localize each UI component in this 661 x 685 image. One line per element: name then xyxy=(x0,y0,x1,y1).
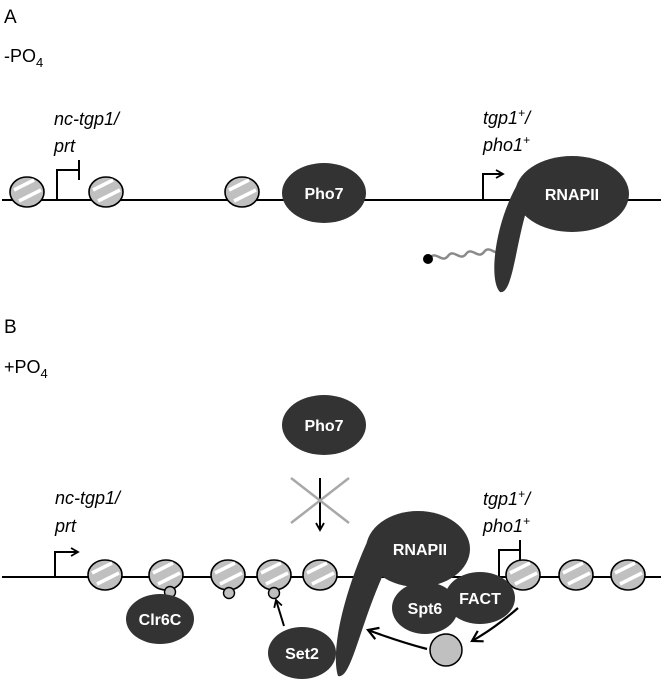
nucleosome xyxy=(301,558,339,592)
set2-protein: Set2 xyxy=(268,627,336,679)
nucleosome xyxy=(504,558,542,592)
blocked-promoter-icon xyxy=(498,540,521,577)
nucleosome xyxy=(209,558,247,592)
rnapii-polymerase: RNAPII xyxy=(335,511,470,677)
tgp1-pho1-label: tgp1+/ pho1+ xyxy=(482,487,532,536)
rnapii-polymerase: RNAPII xyxy=(494,156,629,293)
svg-text:Pho7: Pho7 xyxy=(304,186,343,203)
fact-complex: FACT xyxy=(445,572,515,624)
clr6c-complex: Clr6C xyxy=(126,594,194,644)
svg-text:FACT: FACT xyxy=(459,591,501,608)
svg-text:prt: prt xyxy=(54,516,77,536)
promoter-arrow-icon xyxy=(482,169,505,200)
svg-text:pho1+: pho1+ xyxy=(482,133,530,155)
panel-a: A -PO4 nc-tgp1/ prt tgp1+/ pho1+ Pho7 xyxy=(2,7,661,293)
svg-text:tgp1+/: tgp1+/ xyxy=(483,106,532,128)
tgp1-pho1-label: tgp1+/ pho1+ xyxy=(482,106,532,155)
nucleosome xyxy=(557,558,595,592)
nucleosome xyxy=(147,558,185,592)
svg-text:pho1+: pho1+ xyxy=(482,514,530,536)
svg-text:tgp1+/: tgp1+/ xyxy=(483,487,532,509)
svg-text:nc-tgp1/: nc-tgp1/ xyxy=(54,109,121,129)
spt6-protein: Spt6 xyxy=(392,582,458,634)
histone-deposition-arrow xyxy=(365,626,428,651)
svg-text:nc-tgp1/: nc-tgp1/ xyxy=(55,488,122,508)
panel-b-condition: +PO4 xyxy=(4,357,48,381)
pho7-protein: Pho7 xyxy=(282,395,366,455)
svg-text:Pho7: Pho7 xyxy=(304,418,343,435)
nucleosome xyxy=(255,558,293,592)
displaced-histone xyxy=(429,633,463,667)
histone-mark xyxy=(267,586,281,600)
blocked-promoter-icon xyxy=(56,160,80,200)
rna-cap xyxy=(423,254,433,264)
svg-text:Set2: Set2 xyxy=(285,646,319,663)
nc-tgp1-label: nc-tgp1/ prt xyxy=(53,109,121,156)
histone-mark xyxy=(222,586,236,600)
panel-b-letter: B xyxy=(4,317,17,338)
nucleosome xyxy=(223,175,261,209)
blocked-x-icon xyxy=(290,477,350,524)
panel-a-letter: A xyxy=(4,7,17,28)
panel-b: B +PO4 nc-tgp1/ prt tgp1+/ pho1+ Pho7 xyxy=(2,317,661,679)
nc-tgp1-label: nc-tgp1/ prt xyxy=(54,488,122,536)
svg-text:Spt6: Spt6 xyxy=(408,601,443,618)
pho7-protein: Pho7 xyxy=(282,163,366,223)
set2-methylation-arrow xyxy=(273,598,285,627)
svg-text:RNAPII: RNAPII xyxy=(545,187,599,204)
svg-text:Clr6C: Clr6C xyxy=(139,612,182,629)
nucleosome xyxy=(87,175,125,209)
svg-text:RNAPII: RNAPII xyxy=(393,542,447,559)
nucleosome xyxy=(86,558,124,592)
nucleosome xyxy=(609,558,647,592)
histone-eviction-arrow xyxy=(470,607,519,643)
svg-text:prt: prt xyxy=(53,136,76,156)
promoter-arrow-icon xyxy=(54,547,80,577)
panel-a-condition: -PO4 xyxy=(4,46,43,70)
nucleosome xyxy=(8,175,46,209)
